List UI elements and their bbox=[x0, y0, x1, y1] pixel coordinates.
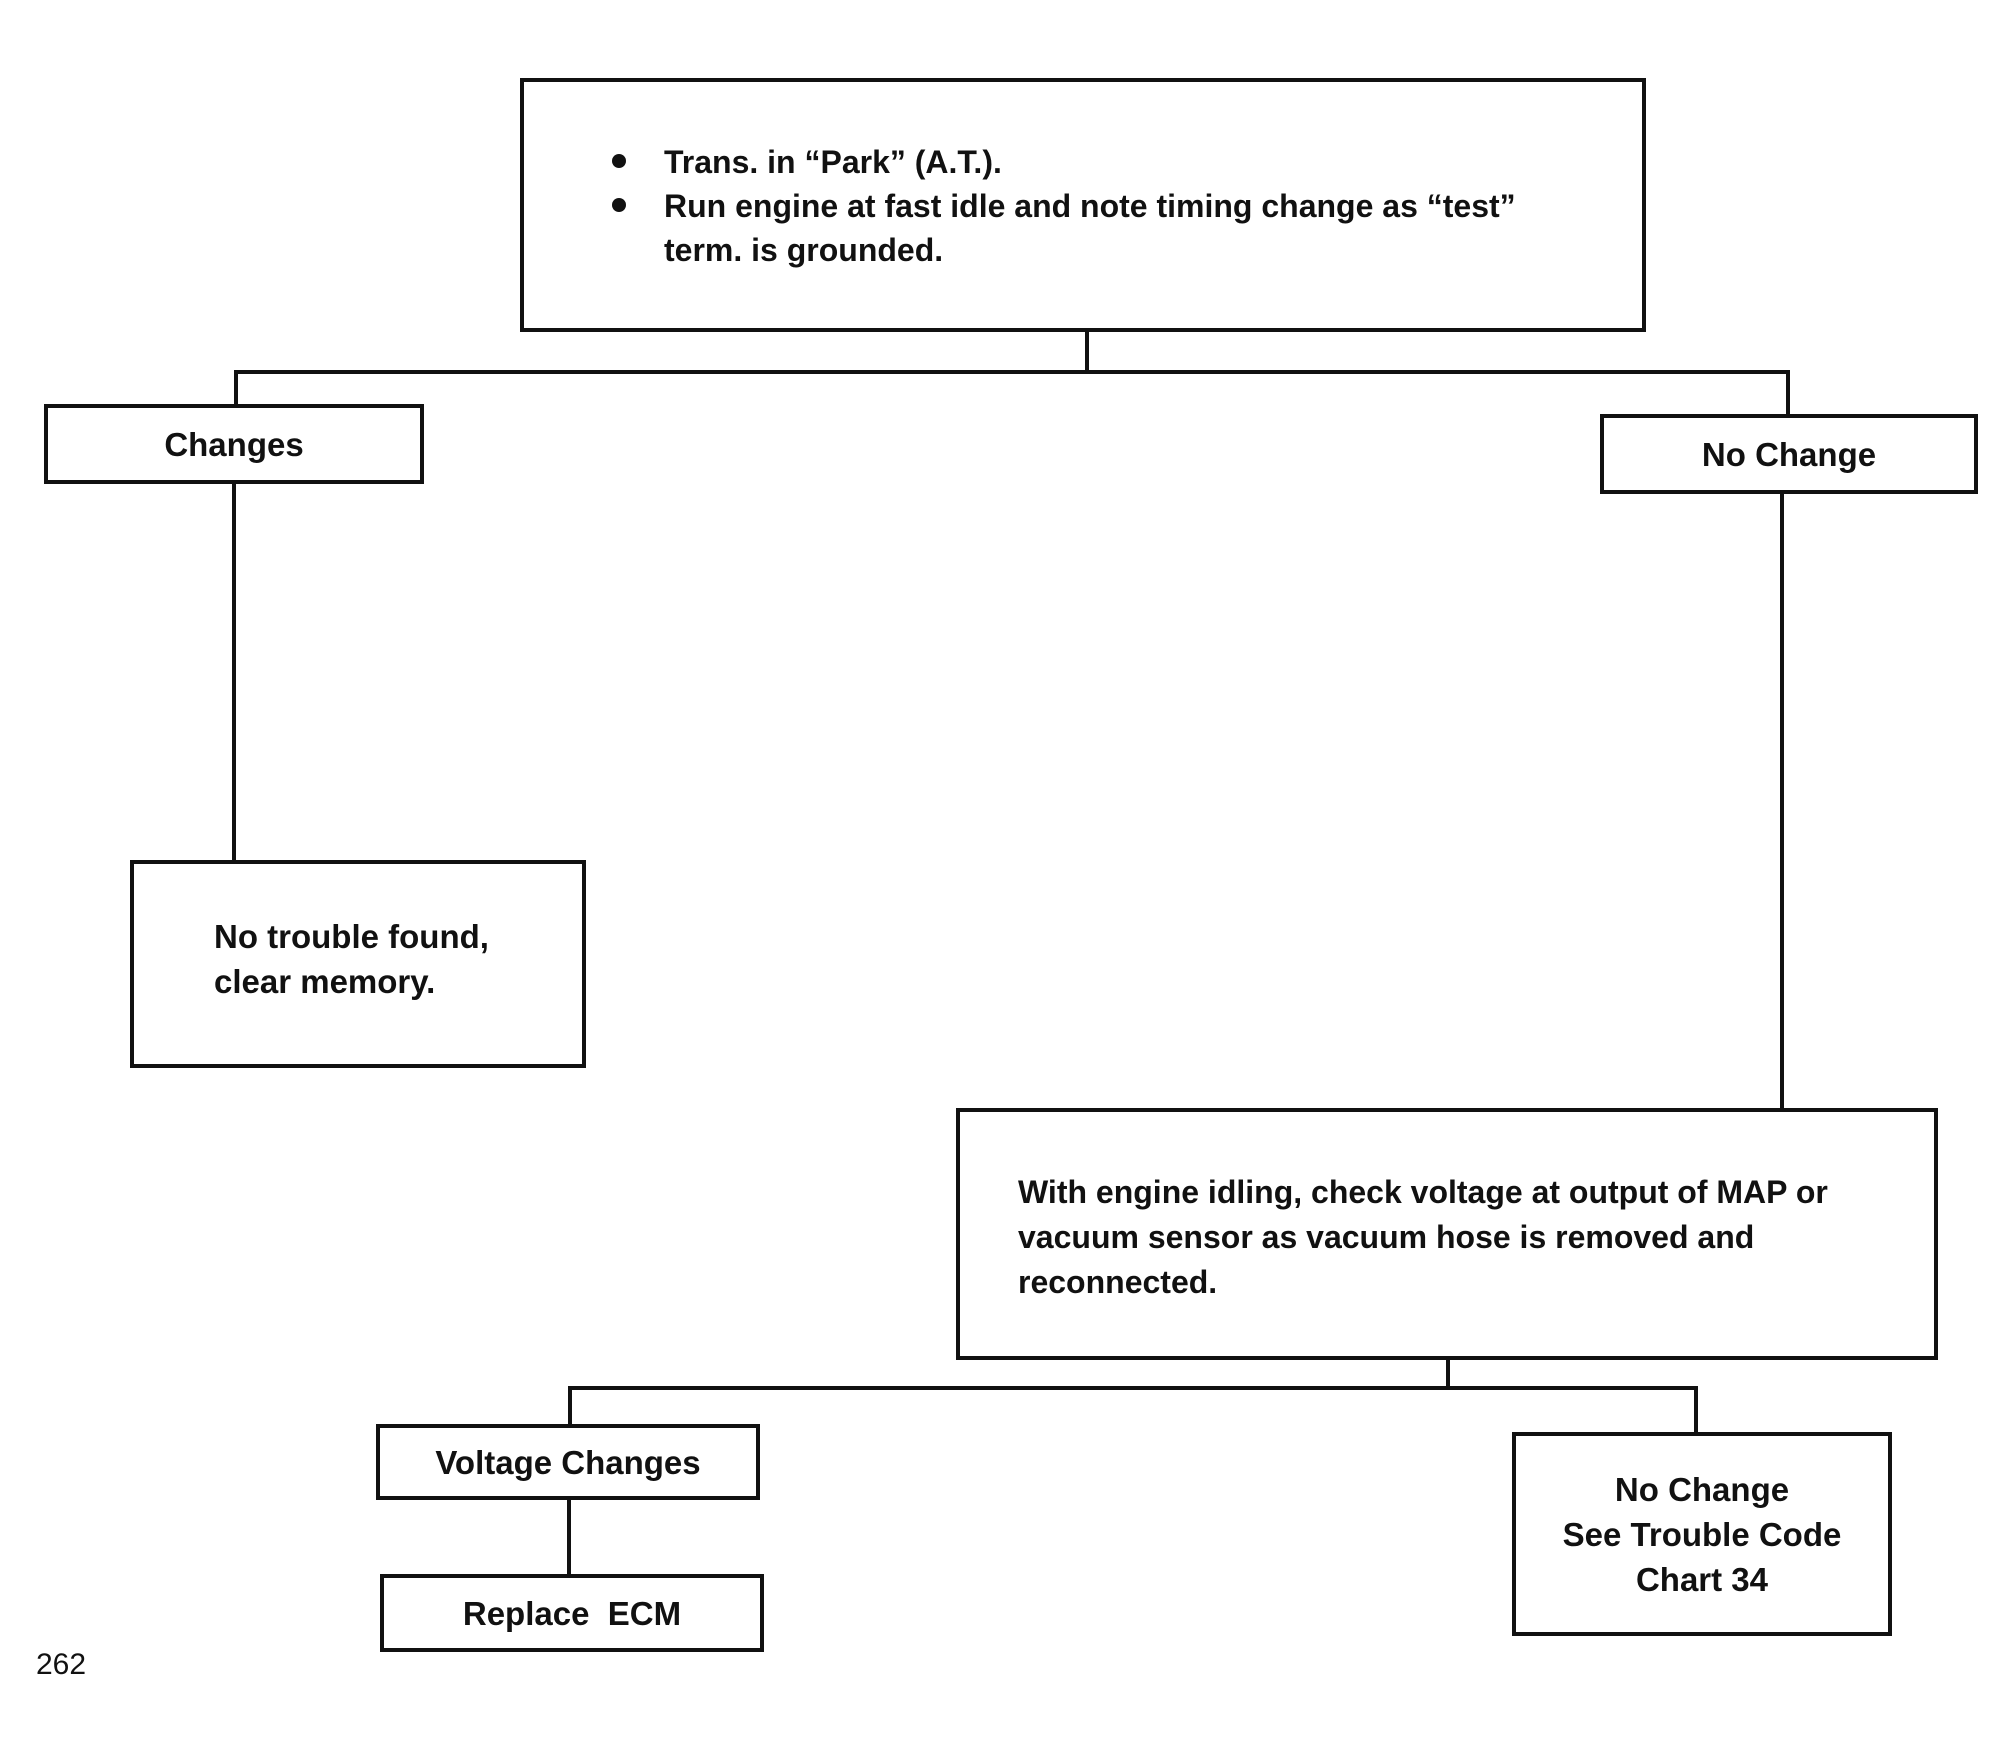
connector-line bbox=[1694, 1386, 1698, 1436]
start-bullet-list: Trans. in “Park” (A.T.). Run engine at f… bbox=[604, 140, 1602, 272]
connector-line bbox=[1085, 332, 1089, 372]
replace-ecm-label: Replace ECM bbox=[462, 1594, 682, 1632]
no-change-box: No Change bbox=[1600, 414, 1978, 494]
start-bullet-item: Trans. in “Park” (A.T.). bbox=[604, 140, 1602, 184]
connector-line bbox=[1780, 494, 1784, 1110]
connector-line bbox=[568, 1386, 1698, 1390]
connector-line bbox=[234, 370, 1790, 374]
no-change-label: No Change bbox=[1701, 435, 1877, 473]
changes-label: Changes bbox=[164, 425, 304, 463]
voltage-check-box: With engine idling, check voltage at out… bbox=[956, 1108, 1938, 1360]
connector-line bbox=[234, 370, 238, 406]
replace-ecm-box: Replace ECM bbox=[380, 1574, 764, 1652]
start-bullet-text: Run engine at fast idle and note timing … bbox=[664, 188, 1516, 268]
start-bullet-text: Trans. in “Park” (A.T.). bbox=[664, 144, 1002, 180]
bullet-icon bbox=[612, 154, 626, 168]
connector-line bbox=[232, 484, 236, 862]
connector-line bbox=[568, 1386, 572, 1426]
voltage-changes-label: Voltage Changes bbox=[435, 1443, 701, 1481]
bullet-icon bbox=[612, 198, 626, 212]
start-box: Trans. in “Park” (A.T.). Run engine at f… bbox=[520, 78, 1646, 332]
see-chart-box: No Change See Trouble Code Chart 34 bbox=[1512, 1432, 1892, 1636]
voltage-check-text: With engine idling, check voltage at out… bbox=[1018, 1174, 1828, 1300]
start-bullet-item: Run engine at fast idle and note timing … bbox=[604, 184, 1602, 272]
voltage-changes-box: Voltage Changes bbox=[376, 1424, 760, 1500]
connector-line bbox=[567, 1500, 571, 1576]
no-trouble-box: No trouble found, clear memory. bbox=[130, 860, 586, 1068]
connector-line bbox=[1786, 370, 1790, 416]
see-chart-text: No Change See Trouble Code Chart 34 bbox=[1562, 1470, 1842, 1598]
connector-line bbox=[1446, 1360, 1450, 1390]
changes-box: Changes bbox=[44, 404, 424, 484]
page-number: 262 bbox=[36, 1648, 87, 1681]
no-trouble-text: No trouble found, clear memory. bbox=[214, 918, 489, 1000]
